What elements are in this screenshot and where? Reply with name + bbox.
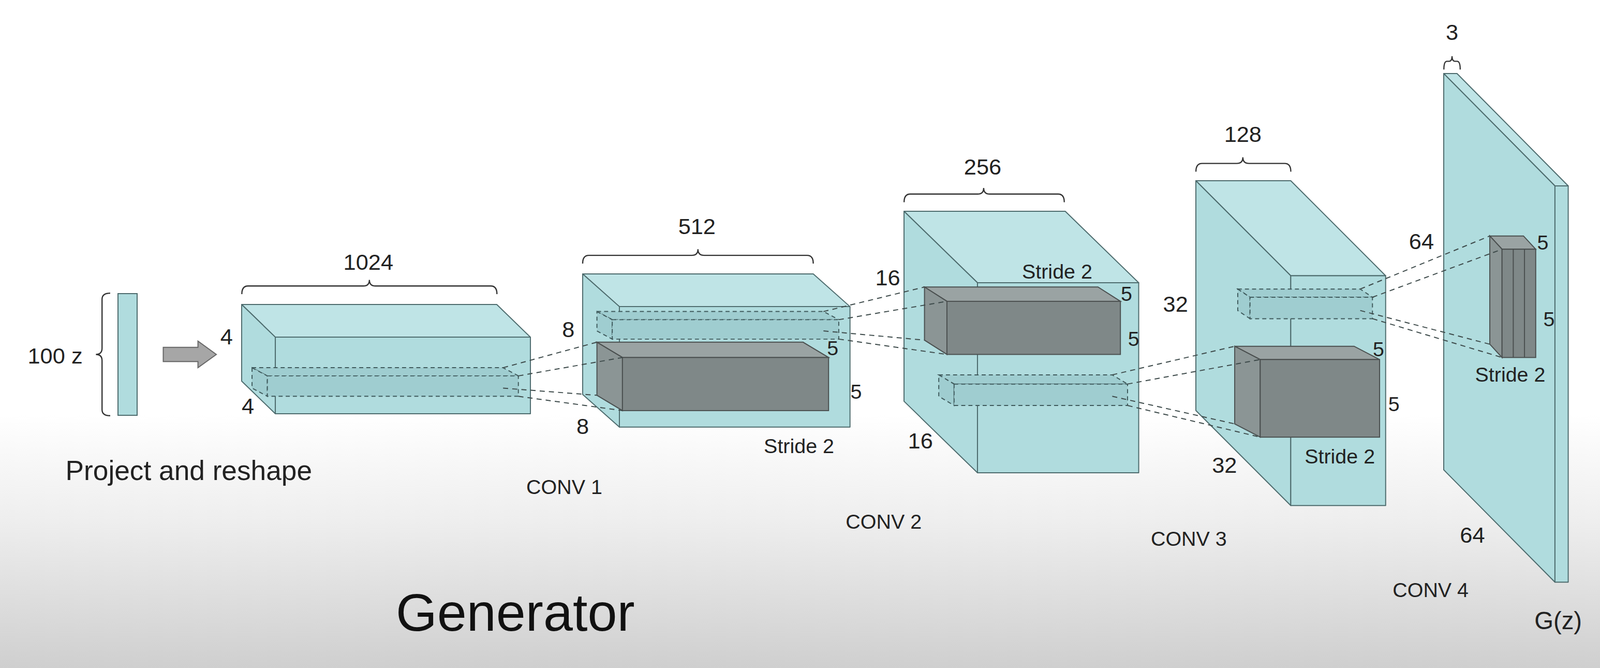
- projection-line: [1127, 359, 1261, 384]
- input-slab: [597, 311, 613, 339]
- input-slab: [267, 375, 519, 396]
- spatial-size: 64: [1409, 230, 1434, 254]
- diagram-title: Generator: [395, 585, 635, 640]
- layer-name: CONV 3: [1150, 528, 1227, 550]
- kernel-size: 5: [1128, 328, 1140, 349]
- projection-line: [1360, 235, 1490, 290]
- channel-count: 3: [1445, 21, 1459, 44]
- layer-name: CONV 1: [526, 476, 603, 497]
- size-bracket: [1443, 55, 1461, 70]
- stage-label: Project and reshape: [65, 456, 313, 485]
- kernel-size: 5: [1372, 338, 1385, 360]
- kernel-box: [924, 286, 947, 354]
- projection-line: [823, 286, 925, 311]
- latent-vector: 100 z: [117, 292, 138, 416]
- feature-volume: 102444: [241, 304, 531, 414]
- input-slab: [1237, 288, 1373, 298]
- input-slab: [938, 374, 955, 406]
- volume-side-face: [1443, 73, 1555, 582]
- spatial-size: 64: [1459, 523, 1485, 546]
- size-bracket: [582, 248, 814, 264]
- vector-size-label: 100 z: [27, 345, 83, 368]
- input-slab: [1250, 297, 1373, 319]
- kernel-box: [597, 342, 829, 358]
- kernel-box: [1502, 248, 1536, 358]
- size-bracket: [1195, 157, 1291, 172]
- input-slab: [597, 311, 839, 320]
- volume-front-face: [1554, 185, 1569, 582]
- size-bracket: [95, 292, 111, 416]
- projection-lines: [502, 235, 1503, 438]
- layer-name: CONV 2: [845, 511, 922, 532]
- stride-label: Stride 2: [1021, 261, 1093, 282]
- spatial-size: 8: [561, 318, 575, 341]
- block-arrow: [163, 341, 217, 368]
- spatial-size: 32: [1163, 292, 1189, 316]
- projection-line: [502, 342, 597, 368]
- projection-line: [838, 338, 947, 355]
- channel-count: 128: [1224, 123, 1262, 146]
- kernel-size: 5: [1543, 309, 1555, 330]
- kernel-box: [622, 357, 829, 411]
- projection-line: [1112, 395, 1235, 424]
- input-slab: [252, 367, 268, 396]
- kernel-box: [924, 286, 1121, 302]
- kernel-size: 5: [1120, 283, 1133, 304]
- volume-side-face: [1195, 180, 1291, 506]
- projection-line: [1372, 318, 1502, 358]
- projection-line: [518, 395, 623, 411]
- projection-line: [838, 301, 947, 320]
- input-slab: [954, 383, 1128, 406]
- channel-count: 256: [964, 156, 1002, 179]
- spatial-size: 4: [220, 325, 233, 348]
- input-slab: [252, 367, 519, 376]
- projection-line: [823, 330, 925, 340]
- stride-label: Stride 2: [1475, 364, 1546, 385]
- kernel-box: [597, 342, 623, 411]
- kernel-box: [1489, 235, 1503, 358]
- kernel-layer-line: [1512, 248, 1514, 358]
- spatial-size: 4: [241, 394, 255, 418]
- projection-line: [1112, 346, 1235, 375]
- channel-count: 512: [678, 215, 716, 238]
- projection-line: [518, 357, 623, 376]
- projection-line: [1127, 405, 1261, 437]
- projection-line: [502, 388, 597, 396]
- spatial-size: 16: [908, 429, 933, 452]
- input-slab: [1237, 288, 1251, 319]
- kernel-size: 5: [850, 381, 862, 403]
- output-label: G(z): [1534, 608, 1582, 633]
- layer-name: CONV 4: [1392, 579, 1469, 600]
- volume-top-face: [241, 304, 531, 337]
- kernel-layer-line: [1523, 248, 1525, 358]
- input-slab: [612, 319, 839, 339]
- kernel-box: [946, 301, 1121, 355]
- volume-outline: [241, 304, 531, 414]
- kernel-size: 5: [1388, 393, 1400, 414]
- kernel-size: 5: [826, 337, 839, 359]
- spatial-size: 16: [875, 266, 900, 289]
- projection-line: [1372, 248, 1502, 298]
- spatial-size: 32: [1211, 454, 1237, 477]
- spatial-size: 8: [576, 415, 589, 438]
- kernel-size: 5: [1537, 232, 1549, 254]
- channel-count: 1024: [343, 250, 394, 274]
- kernel-box: [1260, 359, 1380, 437]
- kernels: [597, 235, 1536, 438]
- volume-top-face: [582, 273, 851, 307]
- size-bracket: [241, 279, 497, 294]
- input-slab: [938, 374, 1128, 384]
- stride-label: Stride 2: [1304, 446, 1375, 467]
- stride-label: Stride 2: [763, 435, 835, 456]
- size-bracket: [904, 187, 1065, 203]
